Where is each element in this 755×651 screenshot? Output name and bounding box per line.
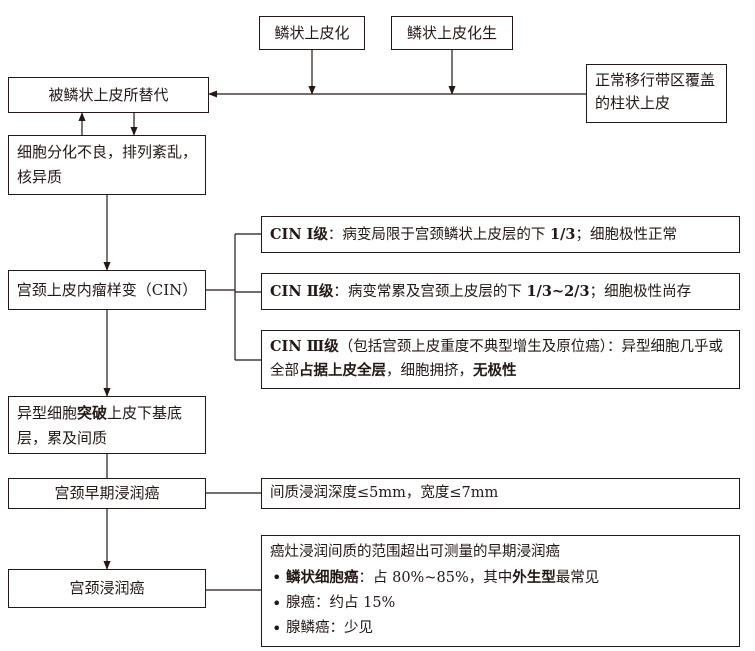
list-item-text: ：占 80%~85%，其中: [358, 570, 513, 586]
early-invasive-note-box: 间质浸润深度≤5mm，宽度≤7mm: [261, 478, 740, 509]
breakthrough-text-after: 上皮下基底层，累及间质: [17, 404, 183, 447]
list-item: 腺癌：约占 15%: [270, 591, 731, 616]
cin-label: 宫颈上皮内瘤样变（CIN）: [16, 280, 198, 299]
poor-differentiation-label: 细胞分化不良，排列紊乱，核异质: [17, 143, 198, 186]
cin-box: 宫颈上皮内瘤样变（CIN）: [8, 270, 206, 310]
invasive-note-intro: 癌灶浸润间质的范围超出可测量的早期浸润癌: [270, 544, 560, 560]
squamous-metaplasia-label: 鳞状上皮化生: [406, 23, 497, 42]
list-item-bold: 鳞状细胞癌: [286, 569, 359, 586]
cin2-text-b: ；细胞极性尚存: [589, 284, 692, 300]
replaced-by-squamous-box: 被鳞状上皮所替代: [8, 77, 209, 113]
squamous-epithelialization-label: 鳞状上皮化: [274, 23, 350, 42]
invasive-note-box: 癌灶浸润间质的范围超出可测量的早期浸润癌 鳞状细胞癌：占 80%~85%，其中外…: [261, 535, 740, 647]
normal-transformation-zone-box: 正常移行带区覆盖的柱状上皮: [586, 64, 727, 123]
list-item: 鳞状细胞癌：占 80%~85%，其中外生型最常见: [270, 565, 731, 591]
invasive-type-list: 鳞状细胞癌：占 80%~85%，其中外生型最常见 腺癌：约占 15% 腺鳞癌：少…: [270, 565, 731, 641]
cin1-fraction: 1/3: [550, 226, 576, 243]
cin1-box: CIN Ⅰ级：病变局限于宫颈鳞状上皮层的下 1/3；细胞极性正常: [261, 216, 740, 253]
early-invasive-label: 宫颈早期浸润癌: [54, 484, 160, 502]
squamous-epithelialization-box: 鳞状上皮化: [259, 16, 365, 50]
breakthrough-text-before: 异型细胞: [17, 404, 78, 422]
cin1-text-b: ；细胞极性正常: [575, 227, 678, 243]
squamous-metaplasia-box: 鳞状上皮化生: [391, 16, 513, 50]
list-item: 腺鳞癌：少见: [270, 616, 731, 641]
cin3-bold-a: 占据上皮全层: [299, 362, 386, 379]
list-item-text: 腺癌：约占 15%: [286, 595, 396, 611]
invasive-label: 宫颈浸润癌: [69, 579, 145, 597]
breakthrough-bold: 突破: [77, 404, 108, 422]
cin3-text-a: （包括宫颈上皮重度不典型增生及原位癌）：异型细胞几乎或全部: [270, 339, 724, 379]
breakthrough-box: 异型细胞突破上皮下基底层，累及间质: [8, 396, 206, 454]
list-item-bold-2: 外生型: [512, 569, 556, 586]
cin2-fraction: 1/3~2/3: [526, 283, 590, 300]
normal-transformation-zone-label: 正常移行带区覆盖的柱状上皮: [595, 71, 716, 112]
cin3-box: CIN Ⅲ级（包括宫颈上皮重度不典型增生及原位癌）：异型细胞几乎或全部占据上皮全…: [261, 330, 740, 389]
replaced-by-squamous-label: 被鳞状上皮所替代: [48, 85, 169, 104]
cin2-text-a: ：病变常累及宫颈上皮层的下: [333, 284, 527, 300]
cin3-bold-b: 无极性: [473, 362, 517, 379]
poor-differentiation-box: 细胞分化不良，排列紊乱，核异质: [8, 135, 206, 195]
early-invasive-note: 间质浸润深度≤5mm，宽度≤7mm: [270, 485, 499, 501]
cin1-text-a: ：病变局限于宫颈鳞状上皮层的下: [327, 227, 551, 243]
cin-bracket: [206, 233, 261, 361]
cin3-grade: CIN Ⅲ级: [270, 338, 339, 355]
cin2-box: CIN Ⅱ级：病变常累及宫颈上皮层的下 1/3~2/3；细胞极性尚存: [261, 273, 740, 310]
early-invasive-box: 宫颈早期浸润癌: [8, 478, 206, 509]
cin3-text-b: ，细胞拥挤，: [386, 363, 473, 379]
cin2-grade: CIN Ⅱ级: [270, 283, 334, 300]
invasive-box: 宫颈浸润癌: [8, 569, 206, 608]
list-item-text: 腺鳞癌：少见: [286, 620, 373, 636]
list-item-text-2: 最常见: [555, 570, 600, 586]
cin1-grade: CIN Ⅰ级: [270, 226, 328, 243]
